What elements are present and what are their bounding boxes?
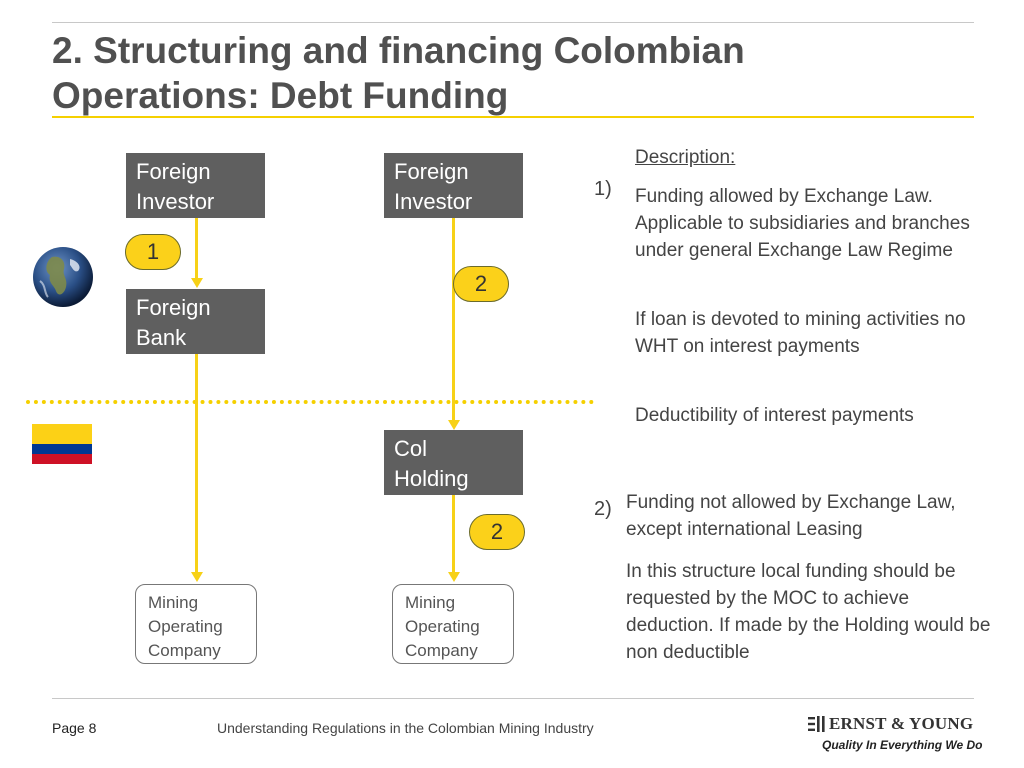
arrow-holding-to-mining [452, 495, 455, 572]
globe-icon [33, 247, 93, 307]
box-label: Company [148, 641, 221, 660]
description-heading: Description: [635, 147, 736, 168]
box-label: Bank [136, 325, 187, 350]
box-label: Foreign [394, 159, 469, 184]
top-rule [52, 22, 974, 23]
note-2-paragraph-1: Funding not allowed by Exchange Law, exc… [626, 492, 956, 540]
step-badge-1: 1 [125, 234, 181, 270]
arrow-bank-to-mining [195, 354, 198, 572]
foreign-investor-box-right: Foreign Investor [384, 153, 523, 218]
box-label: Foreign [136, 295, 211, 320]
arrow-head [190, 572, 203, 582]
arrow-head [447, 420, 460, 430]
flag-blue-band [32, 444, 92, 454]
flag-red-band [32, 454, 92, 464]
footer-rule [52, 698, 974, 699]
mining-operating-company-left: Mining Operating Company [135, 584, 257, 664]
logo-tagline: Quality In Everything We Do [822, 738, 983, 752]
footer-subtitle: Understanding Regulations in the Colombi… [217, 720, 594, 736]
box-label: Col [394, 436, 428, 461]
page-number: Page 8 [52, 720, 97, 736]
title-line-2: Operations: Debt Funding [52, 75, 509, 116]
box-label: Operating [405, 617, 480, 636]
note-1-paragraph-2: If loan is devoted to mining activities … [635, 309, 966, 357]
box-label: Company [405, 641, 478, 660]
box-label: Mining [148, 593, 199, 612]
arrow-investor-to-bank [195, 218, 198, 278]
country-border-divider [26, 400, 594, 404]
ernst-young-logo: ERNST & YOUNG Quality In Everything We D… [808, 712, 998, 756]
arrow-investor-to-holding [452, 218, 455, 420]
box-label: Investor [394, 189, 473, 214]
arrow-head [447, 572, 460, 582]
arrow-head [190, 278, 203, 288]
ey-logo-mark-icon [808, 716, 825, 732]
page-title: 2. Structuring and financing Colombian O… [52, 28, 982, 118]
colombia-flag-icon [32, 424, 92, 464]
box-label: Holding [394, 466, 469, 491]
mining-operating-company-right: Mining Operating Company [392, 584, 514, 664]
flag-yellow-band [32, 424, 92, 444]
box-label: Mining [405, 593, 456, 612]
note-1-paragraph-3: Deductibility of interest payments [635, 405, 914, 426]
step-badge-2-bottom: 2 [469, 514, 525, 550]
note-number-1: 1) [594, 178, 612, 200]
col-holding-box: Col Holding [384, 430, 523, 495]
title-line-1: 2. Structuring and financing Colombian [52, 30, 745, 71]
title-underline [52, 116, 974, 118]
step-badge-2-top: 2 [453, 266, 509, 302]
box-label: Operating [148, 617, 223, 636]
note-1-paragraph-1: Funding allowed by Exchange Law. Applica… [635, 186, 970, 261]
note-2-paragraph-2: In this structure local funding should b… [626, 561, 991, 663]
foreign-bank-box: Foreign Bank [126, 289, 265, 354]
note-number-2: 2) [594, 498, 612, 520]
box-label: Investor [136, 189, 215, 214]
box-label: Foreign [136, 159, 211, 184]
logo-wordmark: ERNST & YOUNG [829, 714, 974, 733]
foreign-investor-box-left: Foreign Investor [126, 153, 265, 218]
